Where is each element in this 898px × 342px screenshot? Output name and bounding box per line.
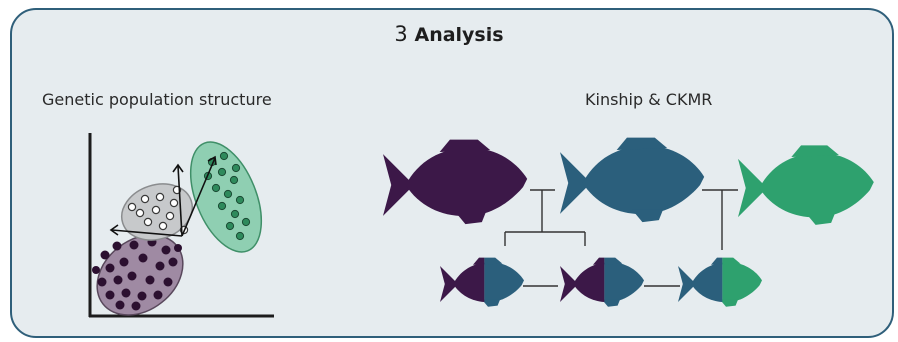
axis-arrow-icon — [109, 155, 217, 237]
fish-icon-green-adult — [738, 145, 874, 225]
fish-icon-purple-adult — [383, 139, 528, 225]
fish-icon-offspring-2 — [560, 257, 644, 307]
pca-plot — [88, 133, 274, 318]
step-number: 3 — [394, 22, 408, 46]
cluster-gray-points — [127, 185, 189, 235]
fish-icon-teal-adult — [560, 137, 705, 223]
cluster-purple-points — [92, 237, 182, 311]
fish-icon-offspring-3 — [678, 257, 762, 307]
fish-icon-offspring-1 — [440, 257, 524, 307]
kinship-diagram — [383, 137, 874, 307]
kinship-heading: Kinship & CKMR — [585, 90, 713, 109]
pedigree-lines — [504, 189, 738, 287]
cluster-green-points — [203, 151, 251, 241]
panel-title: 3 Analysis — [0, 22, 898, 46]
title-text: Analysis — [414, 24, 504, 46]
population-structure-heading: Genetic population structure — [42, 90, 272, 109]
